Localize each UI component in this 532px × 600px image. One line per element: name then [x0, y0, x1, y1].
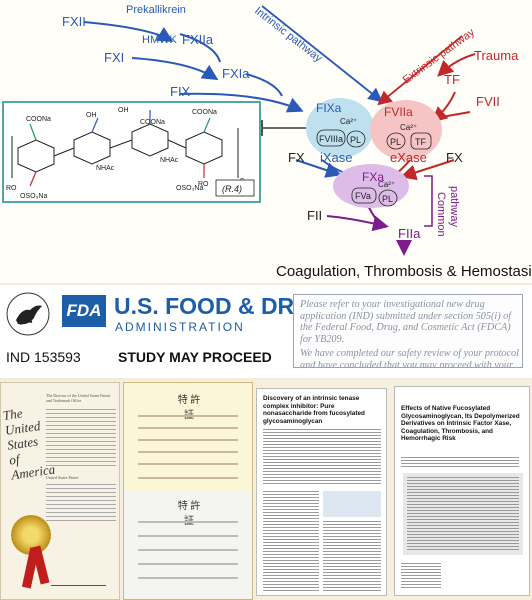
- coona-1: COONa: [26, 116, 51, 123]
- molecule-label: (R.4): [222, 184, 242, 194]
- fx-right-arrow: [400, 159, 455, 181]
- ind-number: IND 153593: [6, 349, 81, 365]
- us-patent-label: United States Patent: [46, 475, 79, 480]
- fxa-pl-ellipse: [378, 189, 398, 207]
- tf-box: [410, 132, 432, 150]
- fviiia-box: [316, 129, 346, 147]
- paper1-figure: [323, 491, 381, 517]
- us-patent-title: The United States of America: [1, 405, 57, 483]
- fxiia-to-fxi-arrow: [179, 33, 221, 63]
- prekallikrein-label: Prekallikrein: [126, 4, 186, 16]
- trauma-label: Trauma: [474, 48, 519, 63]
- fxa-label: FXa: [362, 170, 384, 184]
- fxii-arrow: [83, 21, 174, 43]
- fxi-label: FXI: [104, 50, 124, 65]
- fviia-pl-ellipse: [386, 132, 406, 150]
- research-paper-2: Effects of Native Fucosylated Glycosamin…: [394, 386, 530, 596]
- paper2-abstract: [403, 473, 523, 555]
- intrinsic-pathway-line: [261, 5, 383, 103]
- trauma-arrow: [437, 53, 476, 77]
- fvii-label: FVII: [476, 94, 500, 109]
- fxi-arrow: [131, 57, 219, 81]
- fii-label: FII: [307, 208, 322, 223]
- fviia-ca-text: Ca²⁺: [400, 123, 417, 132]
- tf-label: TF: [444, 72, 460, 87]
- ro-1: RO: [6, 185, 17, 192]
- fiia-label: FIIa: [398, 226, 421, 241]
- molecule-label-box: [215, 179, 255, 197]
- fixa-pl-ellipse: [346, 130, 366, 148]
- fvii-arrow: [435, 111, 471, 119]
- fx-left-label: FX: [288, 150, 305, 165]
- oso3na-1: OSO₃Na: [20, 193, 47, 200]
- fixa-label: FIXa: [316, 101, 342, 115]
- fva-text: FVa: [355, 191, 371, 201]
- jp-patent-second: 特 許 証: [124, 491, 252, 599]
- coagulation-diagram-panel: FXII Prekallikrein HMWK FXIIa FXI FXIa F…: [0, 0, 532, 283]
- oso3na-2: OSO₃Na: [176, 185, 203, 192]
- fixa-ca-text: Ca²⁺: [340, 117, 357, 126]
- fxiia-label: FXIIa: [182, 32, 214, 47]
- nhac-2: NHAc: [160, 157, 179, 164]
- fxia-to-fix-arrow: [245, 73, 283, 97]
- notice-paragraph-2: We have completed our safety review of y…: [300, 348, 519, 368]
- paper2-title: Effects of Native Fucosylated Glycosamin…: [401, 405, 520, 443]
- notice-paragraph-1: Please refer to your investigational new…: [300, 299, 512, 345]
- fxia-label: FXIa: [222, 66, 250, 81]
- us-patent-document: The United States of America The Directo…: [0, 382, 120, 600]
- hmwk-label: HMWK: [142, 34, 177, 46]
- fviia-label: FVIIa: [384, 105, 413, 119]
- signature-line: [51, 575, 106, 586]
- fviiia-text: FVIIIa: [319, 134, 343, 144]
- us-patent-header: The Director of the United States Patent…: [46, 393, 111, 403]
- fda-administration: ADMINISTRATION: [115, 320, 245, 334]
- research-paper-1: Discovery of an intrinsic tenase complex…: [256, 388, 387, 596]
- outcome-label: Coagulation, Thrombosis & Hemostasis: [276, 263, 532, 280]
- study-status: STUDY MAY PROCEED: [118, 349, 272, 365]
- jp-patent-documents: 特 許 証 特 許 証: [123, 382, 253, 600]
- fda-badge: FDA: [62, 295, 106, 327]
- fxa-pl-text: PL: [382, 194, 393, 204]
- paper1-title: Discovery of an intrinsic tenase complex…: [263, 395, 365, 425]
- exase-label: eXase: [390, 150, 427, 165]
- fda-notice-box: Please refer to your investigational new…: [293, 294, 523, 368]
- intrinsic-pathway-label: Intrinsic pathway: [252, 5, 324, 65]
- common-pathway-bracket: [424, 175, 433, 227]
- ro-2: RO: [198, 181, 209, 188]
- tf-box-text: TF: [415, 137, 426, 147]
- oh-2: OH: [118, 107, 129, 114]
- common-pathway-label-1: Common: [435, 192, 447, 237]
- fix-arrow: [179, 92, 304, 113]
- oh-1: OH: [86, 112, 97, 119]
- fx-left-arrow: [295, 159, 342, 178]
- coagulation-cascade-diagram: FXII Prekallikrein HMWK FXIIa FXI FXIa F…: [2, 4, 532, 280]
- ixase-label: iXase: [320, 150, 353, 165]
- fxii-label: FXII: [62, 14, 86, 29]
- coona-2: COONa: [140, 119, 165, 126]
- fda-name: U.S. FOOD & DRUG: [114, 293, 329, 319]
- fix-label: FIX: [170, 84, 191, 99]
- coona-3: COONa: [192, 109, 217, 116]
- fixa-pl-text: PL: [350, 135, 361, 145]
- nhac-1: NHAc: [96, 165, 115, 172]
- hhs-eagle-logo: [6, 292, 50, 336]
- fxa-ca-text: Ca²⁺: [378, 180, 395, 189]
- us-patent-text: The Director of the United States Patent…: [46, 393, 116, 524]
- fx-right-label: FX: [446, 150, 463, 165]
- fviia-pl-text: PL: [390, 137, 401, 147]
- fva-box: [351, 187, 377, 204]
- common-pathway-label-2: pathway: [448, 186, 460, 227]
- fii-arrow: [326, 215, 389, 232]
- extrinsic-pathway-line: [377, 35, 463, 106]
